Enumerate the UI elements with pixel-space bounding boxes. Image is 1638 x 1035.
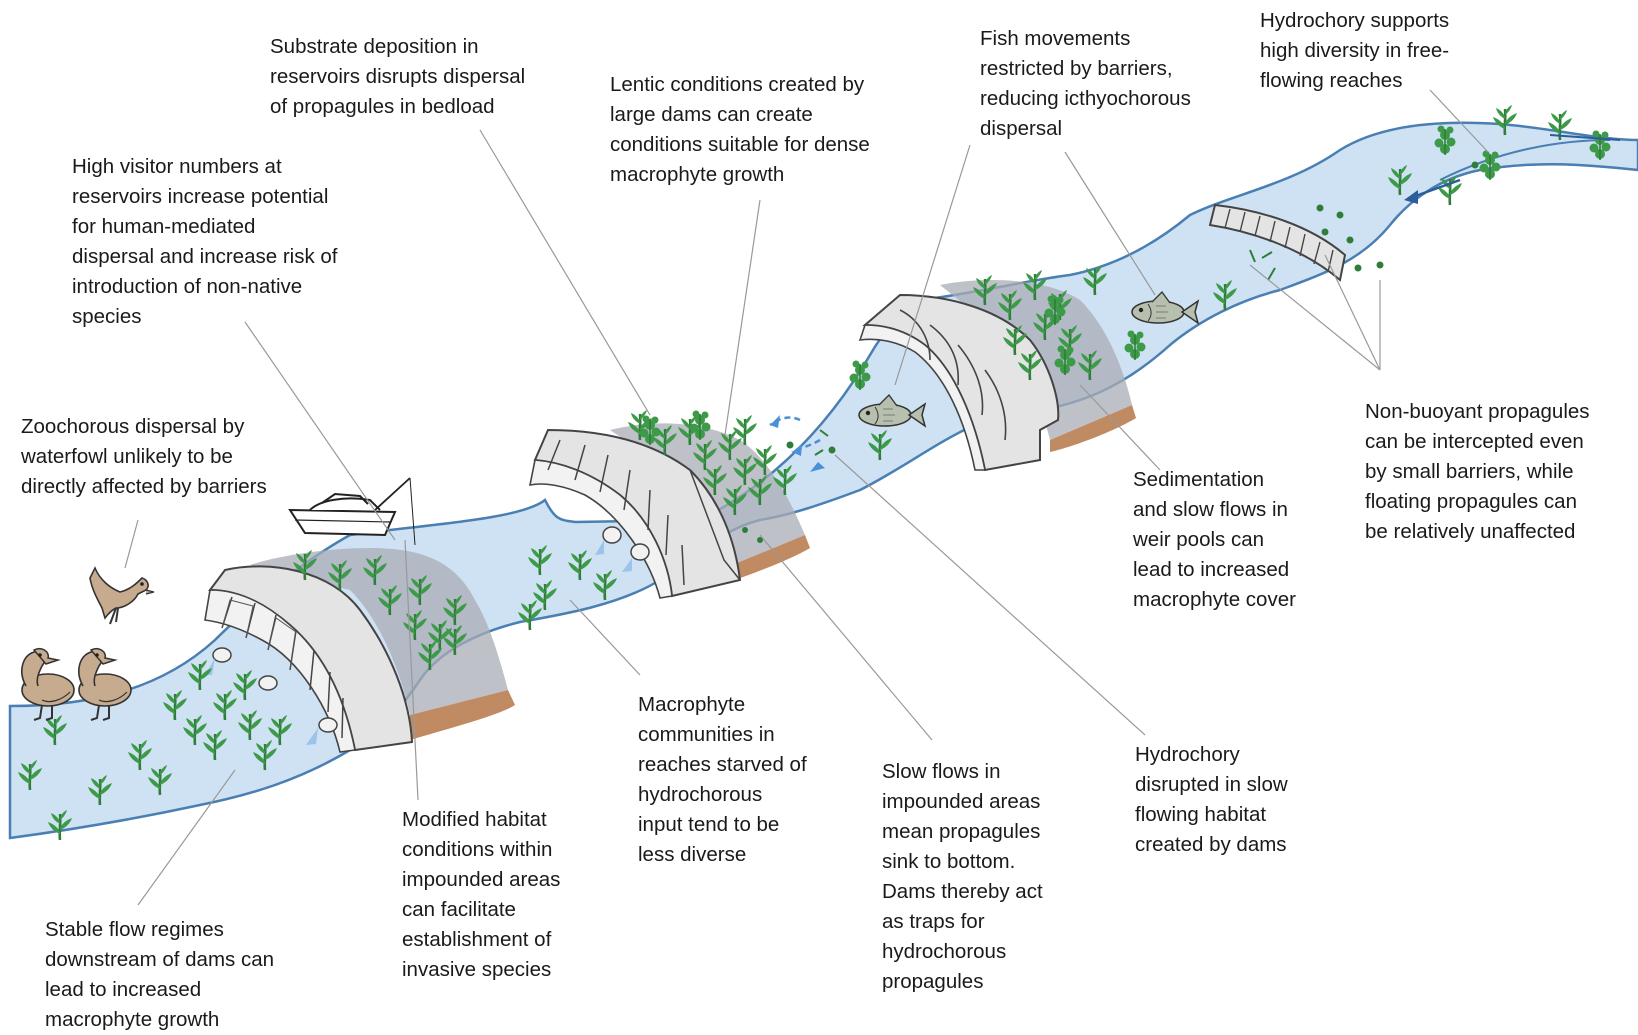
flying-duck-icon [90,568,154,624]
